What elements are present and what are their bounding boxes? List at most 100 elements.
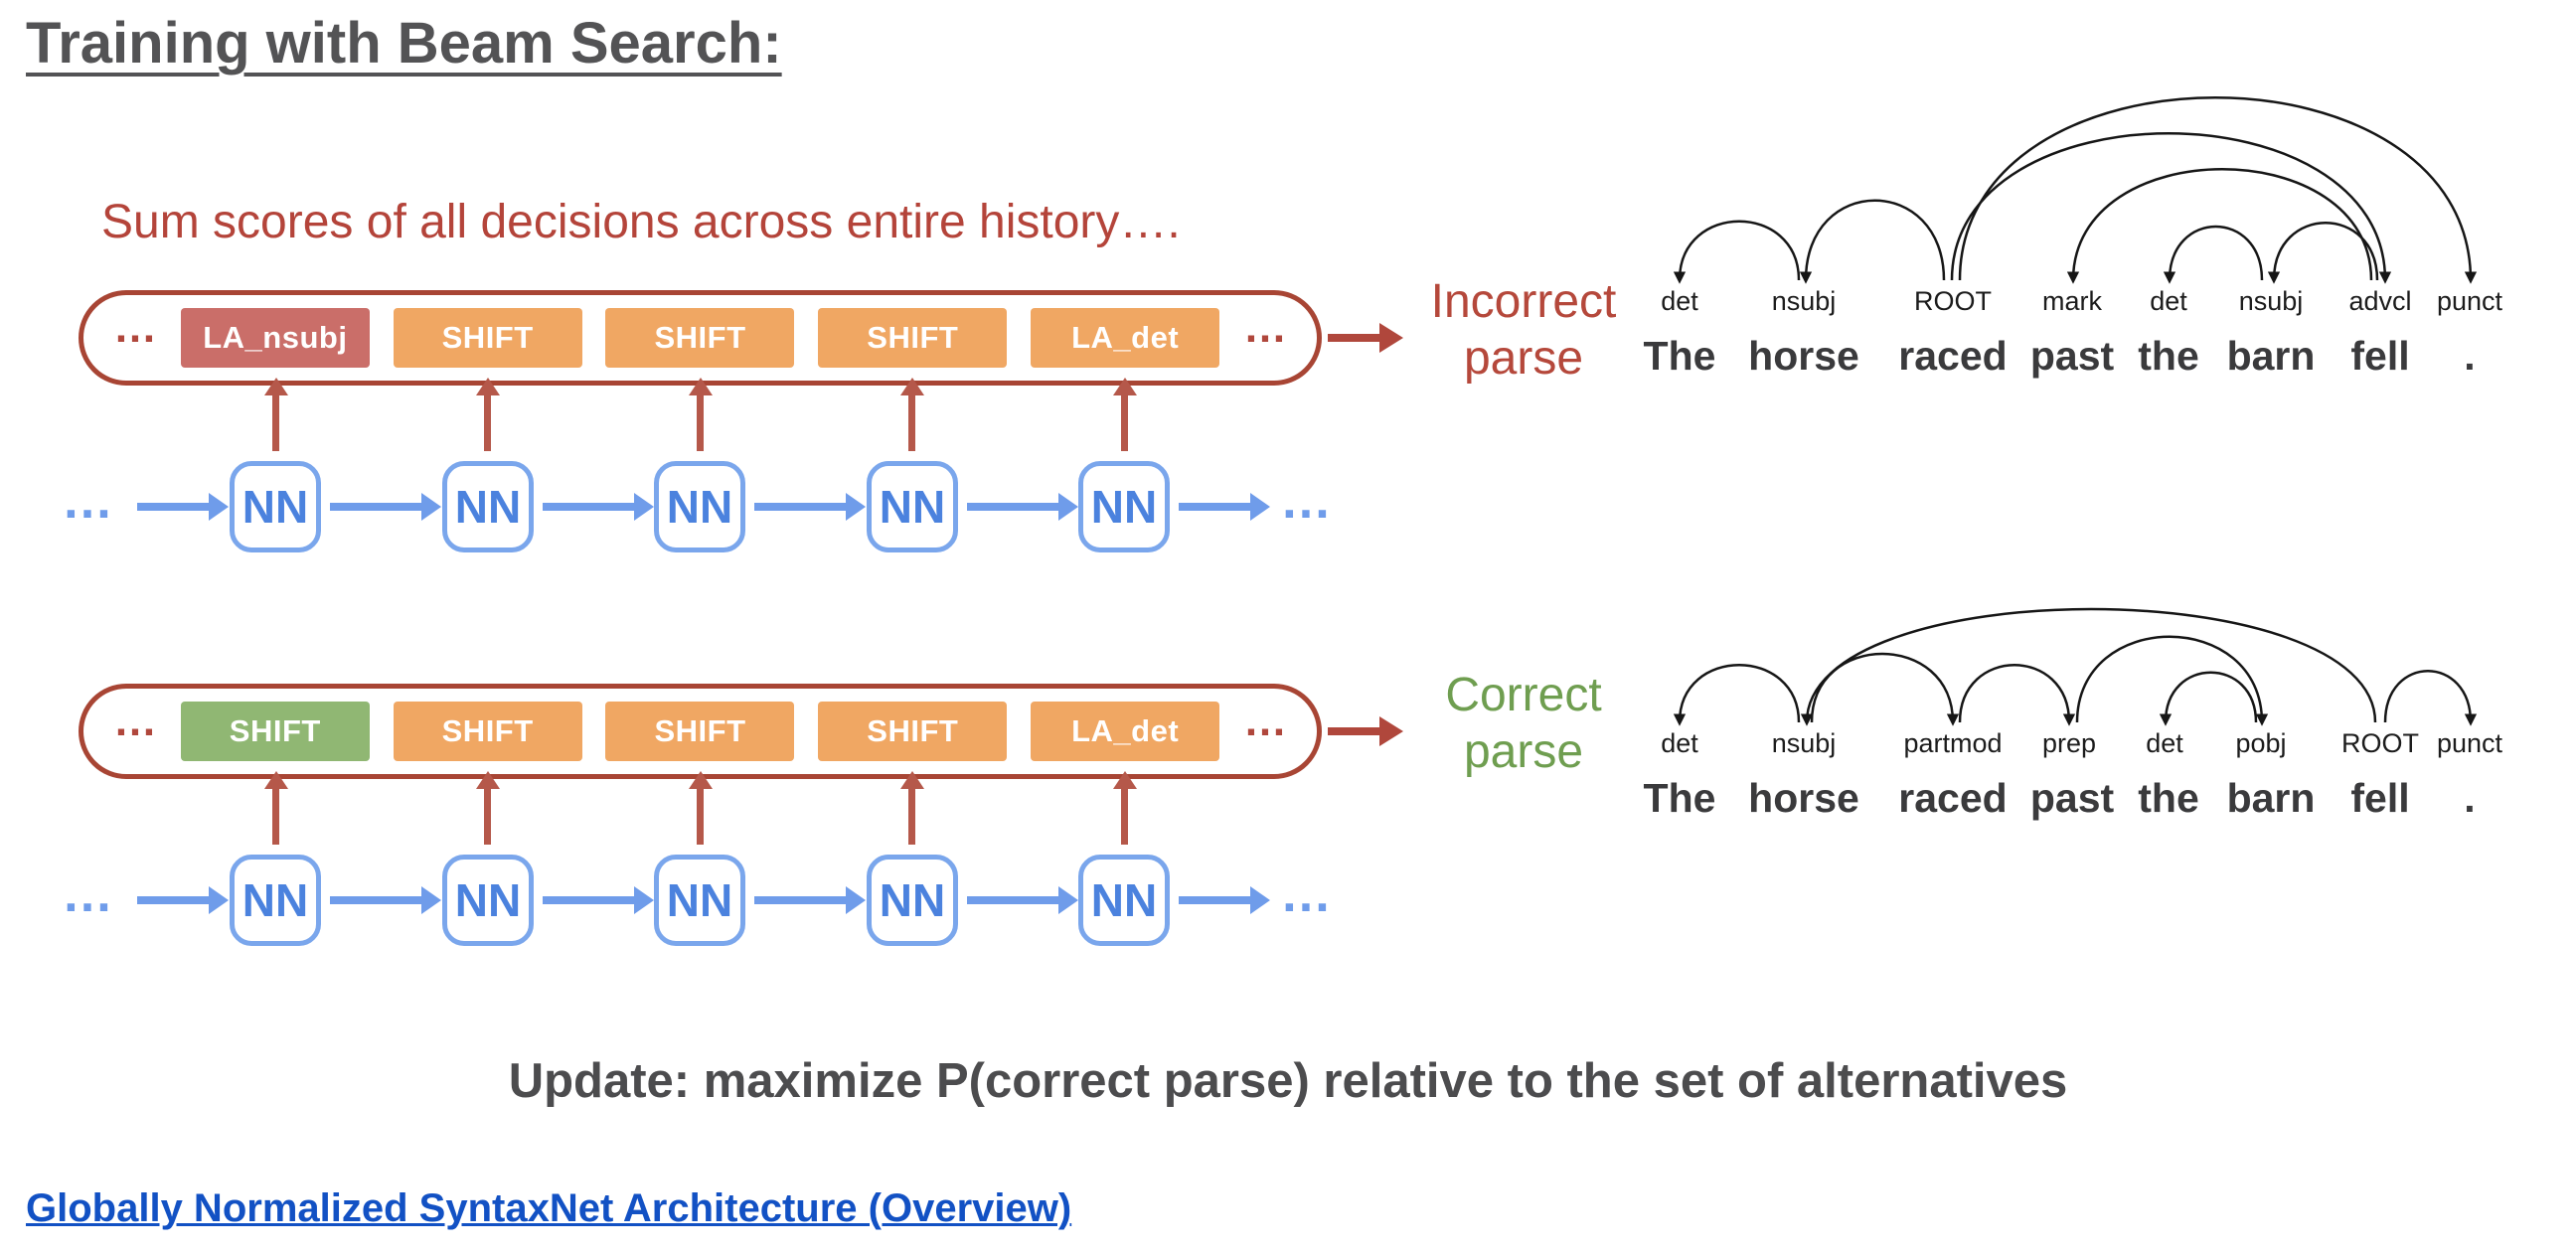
dependency-arc xyxy=(2066,168,2373,284)
parse-word: barn xyxy=(2227,775,2316,821)
flow-arrow-icon xyxy=(330,493,441,521)
dep-label: partmod xyxy=(1903,728,2002,758)
dependency-arcs xyxy=(1673,96,2478,284)
dependency-arc xyxy=(2267,222,2379,284)
flow-arrow-icon xyxy=(754,493,866,521)
history-ellipsis: … xyxy=(113,303,157,352)
score-arrow-icon xyxy=(263,378,288,451)
nn-box: NN xyxy=(230,461,321,552)
result-label: Correct parse xyxy=(1399,668,1648,780)
dep-label: mark xyxy=(2042,286,2102,316)
parse-word: fell xyxy=(2350,775,2409,821)
flow-arrow-icon xyxy=(1179,493,1270,521)
nn-box: NN xyxy=(442,461,534,552)
correct-history-group: … SHIFT SHIFT SHIFT SHIFT LA_det … Corre… xyxy=(0,669,1690,952)
sequence-ellipsis: … xyxy=(1280,865,1332,923)
decision-box: SHIFT xyxy=(605,308,795,368)
dependency-arc xyxy=(1800,607,2377,726)
dependency-arc xyxy=(1810,652,1960,726)
decision-sequence-pill: … LA_nsubj SHIFT SHIFT SHIFT LA_det … xyxy=(79,290,1322,386)
score-arrow-icon xyxy=(1112,771,1137,845)
flow-arrow-icon xyxy=(1179,886,1270,914)
decision-box: SHIFT xyxy=(393,702,582,761)
parse-word: fell xyxy=(2350,333,2409,379)
history-ellipsis: … xyxy=(113,697,157,745)
result-arrow-icon xyxy=(1328,716,1403,746)
nn-box: NN xyxy=(1078,855,1170,946)
dep-label: ROOT xyxy=(2341,728,2419,758)
dep-label: prep xyxy=(2042,728,2096,758)
parse-word: horse xyxy=(1748,333,1859,379)
dependency-arc xyxy=(1958,664,2076,726)
parse-word: horse xyxy=(1748,775,1859,821)
parse-word: raced xyxy=(1898,333,2007,379)
dependency-arc xyxy=(2163,225,2264,284)
score-arrow-icon xyxy=(899,378,924,451)
history-ellipsis: … xyxy=(1242,303,1287,352)
score-arrow-icon xyxy=(475,771,500,845)
dependency-arc xyxy=(1799,199,1946,284)
result-arrow-icon xyxy=(1328,323,1403,353)
dependency-arc xyxy=(2159,671,2258,726)
dep-label: nsubj xyxy=(1772,286,1837,316)
dep-label: det xyxy=(2150,286,2187,316)
history-ellipsis: … xyxy=(1242,697,1287,745)
flow-arrow-icon xyxy=(543,493,654,521)
dep-label: punct xyxy=(2437,728,2503,758)
correct-parse-tree: det nsubj partmod prep det pobj ROOT pun… xyxy=(1644,607,2503,821)
dep-label: det xyxy=(1661,728,1698,758)
sequence-ellipsis: … xyxy=(62,865,113,923)
incorrect-history-group: … LA_nsubj SHIFT SHIFT SHIFT LA_det … In… xyxy=(0,275,1690,558)
decision-box: SHIFT xyxy=(818,308,1008,368)
score-arrow-icon xyxy=(1112,378,1137,451)
dependency-arc xyxy=(1673,220,1801,284)
next-section-link[interactable]: Globally Normalized SyntaxNet Architectu… xyxy=(26,1186,1072,1230)
dependency-arc xyxy=(2075,635,2269,726)
parse-word: raced xyxy=(1898,775,2007,821)
update-rule-text: Update: maximize P(correct parse) relati… xyxy=(508,1054,2068,1108)
dep-label: nsubj xyxy=(1772,728,1837,758)
sequence-ellipsis: … xyxy=(62,472,113,530)
dep-label: det xyxy=(1661,286,1698,316)
decision-box: SHIFT xyxy=(818,702,1008,761)
decision-box: SHIFT xyxy=(393,308,582,368)
dependency-arc xyxy=(2383,670,2478,726)
flow-arrow-icon xyxy=(967,493,1078,521)
parse-word: The xyxy=(1644,333,1716,379)
decision-box: LA_det xyxy=(1031,308,1220,368)
flow-arrow-icon xyxy=(137,886,229,914)
nn-box: NN xyxy=(867,855,958,946)
decision-sequence-pill: … SHIFT SHIFT SHIFT SHIFT LA_det … xyxy=(79,684,1322,779)
nn-box: NN xyxy=(442,855,534,946)
parse-word: the xyxy=(2138,333,2199,379)
parse-word: the xyxy=(2138,775,2199,821)
result-label: Incorrect parse xyxy=(1399,274,1648,387)
dependency-arcs xyxy=(1673,607,2478,726)
dep-label: ROOT xyxy=(1914,286,1992,316)
dependency-arc xyxy=(1958,96,2478,284)
parse-word: past xyxy=(2030,775,2115,821)
nn-box: NN xyxy=(654,855,745,946)
decision-box: LA_nsubj xyxy=(180,308,370,368)
flow-arrow-icon xyxy=(330,886,441,914)
result-label-line2: parse xyxy=(1463,724,1584,778)
flow-arrow-icon xyxy=(543,886,654,914)
result-label-line1: Correct xyxy=(1445,669,1602,721)
dep-label: advcl xyxy=(2348,286,2411,316)
parse-word: The xyxy=(1644,775,1716,821)
parse-word: . xyxy=(2464,333,2475,379)
dependency-arc xyxy=(1950,132,2392,284)
decision-box: SHIFT xyxy=(180,702,370,761)
dep-label: punct xyxy=(2437,286,2503,316)
nn-box: NN xyxy=(654,461,745,552)
page-title: Training with Beam Search: xyxy=(26,11,782,76)
sum-scores-caption: Sum scores of all decisions across entir… xyxy=(101,196,1181,248)
flow-arrow-icon xyxy=(967,886,1078,914)
nn-box: NN xyxy=(230,855,321,946)
parse-word: . xyxy=(2464,775,2475,821)
sequence-ellipsis: … xyxy=(1280,472,1332,530)
parse-word: past xyxy=(2030,333,2115,379)
score-arrow-icon xyxy=(475,378,500,451)
dep-label: pobj xyxy=(2235,728,2286,758)
